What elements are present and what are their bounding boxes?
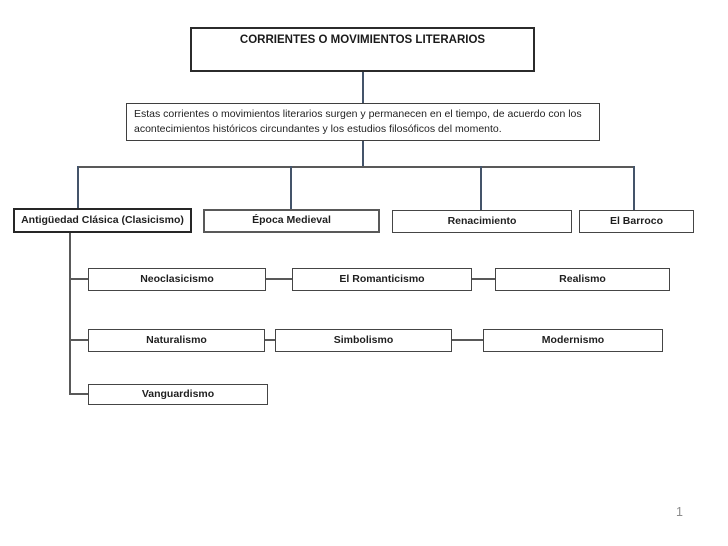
movement-label: Naturalismo — [146, 333, 207, 346]
movement-label: El Romanticismo — [339, 272, 425, 285]
connector-drop-era-barroco — [633, 166, 635, 211]
era-label: Antigüedad Clásica (Clasicismo) — [21, 213, 184, 226]
movement-box-simbolismo: Simbolismo — [275, 329, 452, 352]
connector-romanticismo-realismo — [472, 278, 495, 280]
connector-title-to-description — [362, 72, 364, 103]
movement-box-naturalismo: Naturalismo — [88, 329, 265, 352]
era-box-epoca-medieval: Época Medieval — [203, 209, 380, 233]
connector-drop-era-antiguedad — [77, 166, 79, 209]
era-box-renacimiento: Renacimiento — [392, 210, 572, 233]
connector-stub-neoclasicismo — [69, 278, 88, 280]
movement-box-realismo: Realismo — [495, 268, 670, 291]
era-label: El Barroco — [609, 214, 664, 227]
era-label: Renacimiento — [447, 214, 517, 227]
movement-box-modernismo: Modernismo — [483, 329, 663, 352]
diagram-title-box: CORRIENTES O MOVIMIENTOS LITERARIOS — [190, 27, 535, 72]
connector-simbolismo-modernismo — [452, 339, 483, 341]
connector-drop-era-medieval — [290, 166, 292, 210]
connector-description-to-bus — [362, 141, 364, 167]
connector-stub-vanguardismo — [69, 393, 88, 395]
era-box-antiguedad-clasica: Antigüedad Clásica (Clasicismo) — [13, 208, 192, 233]
description-text: Estas corrientes o movimientos literario… — [134, 108, 582, 135]
diagram-title: CORRIENTES O MOVIMIENTOS LITERARIOS — [239, 34, 486, 46]
movement-box-el-romanticismo: El Romanticismo — [292, 268, 472, 291]
movement-box-neoclasicismo: Neoclasicismo — [88, 268, 266, 291]
movement-box-vanguardismo: Vanguardismo — [88, 384, 268, 405]
connector-stub-naturalismo — [69, 339, 88, 341]
movement-label: Simbolismo — [333, 333, 394, 346]
description-box: Estas corrientes o movimientos literario… — [126, 103, 600, 141]
movement-label: Vanguardismo — [141, 387, 215, 400]
movement-label: Realismo — [559, 272, 606, 285]
connector-left-rail — [69, 233, 71, 394]
era-box-el-barroco: El Barroco — [579, 210, 694, 233]
connector-neoclasicismo-romanticismo — [266, 278, 292, 280]
connector-naturalismo-simbolismo — [265, 339, 275, 341]
connector-drop-era-renacimiento — [480, 166, 482, 211]
movement-label: Modernismo — [541, 333, 605, 346]
page-number: 1 — [676, 505, 683, 519]
connector-bus-horizontal — [77, 166, 634, 168]
era-label: Época Medieval — [252, 214, 331, 227]
movement-label: Neoclasicismo — [140, 272, 214, 285]
